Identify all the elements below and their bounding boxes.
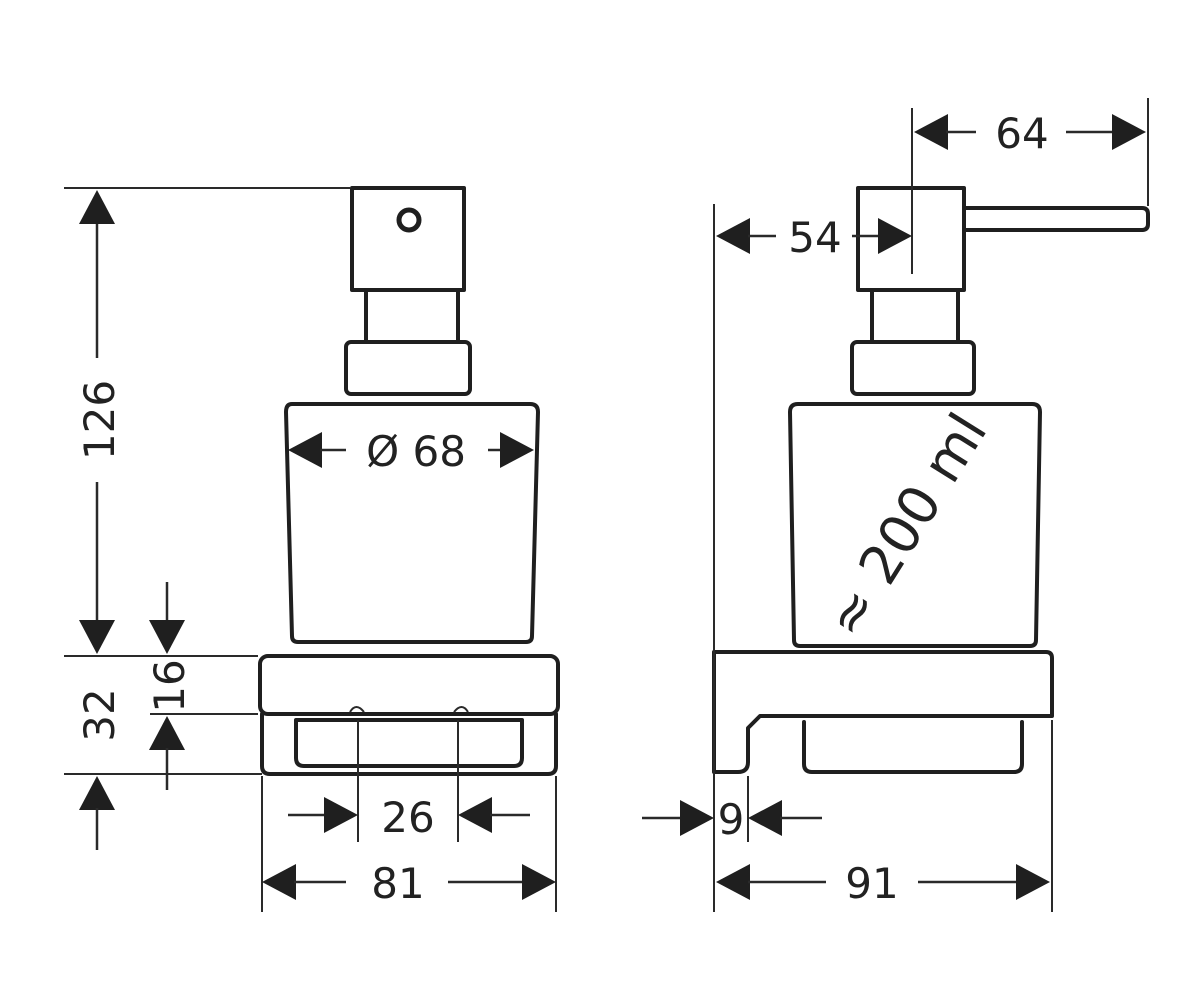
dimension-68 bbox=[288, 432, 534, 468]
label-9: 9 bbox=[718, 795, 745, 844]
side-tray bbox=[802, 720, 1024, 774]
dimension-91 bbox=[716, 864, 1050, 900]
dimension-126 bbox=[79, 190, 115, 654]
side-view bbox=[712, 186, 1150, 774]
front-pump-stem bbox=[364, 288, 460, 344]
dimension-32 bbox=[79, 776, 115, 850]
front-collar bbox=[344, 340, 472, 396]
dimension-9 bbox=[642, 800, 822, 836]
label-126: 126 bbox=[75, 380, 124, 460]
front-container bbox=[284, 402, 540, 644]
front-view bbox=[258, 186, 560, 776]
front-holder-plate bbox=[258, 654, 560, 716]
side-collar bbox=[850, 340, 976, 396]
side-holder-bracket bbox=[712, 650, 1054, 774]
front-pump-head bbox=[350, 186, 466, 292]
label-81: 81 bbox=[371, 859, 424, 908]
dimension-26 bbox=[288, 797, 530, 833]
front-clip-left bbox=[349, 706, 365, 713]
label-32: 32 bbox=[75, 688, 124, 741]
side-spout bbox=[962, 206, 1150, 232]
side-pump-stem bbox=[870, 288, 960, 344]
extension-lines bbox=[64, 98, 1149, 912]
dimension-64 bbox=[914, 114, 1146, 150]
label-16: 16 bbox=[145, 659, 194, 712]
label-26: 26 bbox=[381, 793, 434, 842]
front-holder-base bbox=[260, 712, 558, 776]
front-tray bbox=[294, 718, 524, 768]
side-container bbox=[788, 402, 1042, 648]
label-diameter-68: Ø 68 bbox=[366, 427, 466, 476]
label-capacity: ≈ 200 ml bbox=[813, 402, 999, 648]
front-pump-hole bbox=[396, 207, 422, 233]
label-91: 91 bbox=[845, 859, 898, 908]
front-clip-right bbox=[453, 706, 469, 713]
label-54: 54 bbox=[788, 213, 841, 262]
dimension-81 bbox=[262, 864, 556, 900]
dimension-54 bbox=[716, 218, 912, 254]
dimension-16 bbox=[149, 582, 185, 790]
label-64: 64 bbox=[995, 109, 1048, 158]
